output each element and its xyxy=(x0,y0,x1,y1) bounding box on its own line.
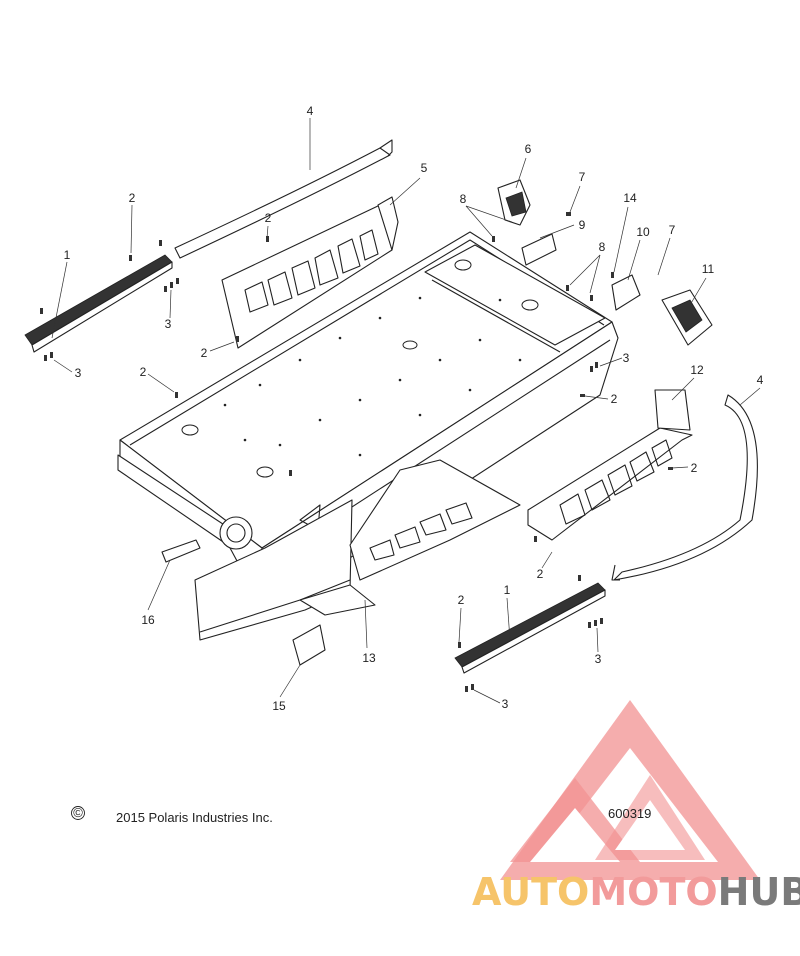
copyright-text: 2015 Polaris Industries Inc. xyxy=(116,810,273,825)
footrest-pad xyxy=(349,459,521,581)
callout-13: 13 xyxy=(362,651,376,665)
callout-14: 14 xyxy=(623,191,637,205)
copyright-circle xyxy=(71,806,85,820)
running-board-lower xyxy=(527,389,693,541)
callout-2: 2 xyxy=(691,461,698,475)
callout-2: 2 xyxy=(201,346,208,360)
rail-right xyxy=(454,582,606,674)
callout-3: 3 xyxy=(623,351,630,365)
callout-2: 2 xyxy=(140,365,147,379)
callout-6: 6 xyxy=(525,142,532,156)
callout-labels: 1 1 2 2 2 2 2 2 2 2 3 3 3 3 3 4 4 5 6 7 … xyxy=(64,104,764,713)
callout-10: 10 xyxy=(636,225,650,239)
fasteners xyxy=(40,212,673,692)
callout-7: 7 xyxy=(669,223,676,237)
leader-lines xyxy=(51,118,761,704)
callout-3: 3 xyxy=(165,317,172,331)
tube-upper xyxy=(174,139,393,259)
callout-2: 2 xyxy=(458,593,465,607)
callout-8: 8 xyxy=(599,240,606,254)
callout-2: 2 xyxy=(265,211,272,225)
figure-number: 600319 xyxy=(608,806,651,821)
footer: © 2015 Polaris Industries Inc. 600319 xyxy=(71,805,651,825)
callout-16: 16 xyxy=(141,613,155,627)
callout-3: 3 xyxy=(595,652,602,666)
callout-5: 5 xyxy=(421,161,428,175)
callout-9: 9 xyxy=(579,218,586,232)
watermark-logo xyxy=(500,700,760,880)
callout-2: 2 xyxy=(129,191,136,205)
callout-15: 15 xyxy=(272,699,286,713)
watermark-wordmark: AUTOMOTOHUB xyxy=(472,870,800,914)
callout-12: 12 xyxy=(690,363,704,377)
bracket-6 xyxy=(497,179,531,226)
tube-lower xyxy=(611,394,758,581)
callout-2: 2 xyxy=(537,567,544,581)
watermark-text: AUTOMOTOHUB xyxy=(472,870,800,914)
bracket-9 xyxy=(521,233,557,266)
callout-7: 7 xyxy=(579,170,586,184)
callout-11: 11 xyxy=(702,262,715,276)
bracket-15 xyxy=(292,624,326,666)
callout-1: 1 xyxy=(64,248,71,262)
callout-3: 3 xyxy=(502,697,509,711)
callout-8: 8 xyxy=(460,192,467,206)
rail-left xyxy=(24,254,173,353)
bracket-11 xyxy=(661,289,713,346)
callout-2: 2 xyxy=(611,392,618,406)
copyright-symbol: © xyxy=(73,805,83,820)
callout-1: 1 xyxy=(504,583,511,597)
bracket-16 xyxy=(161,539,201,563)
bracket-10 xyxy=(611,274,641,311)
running-board-upper xyxy=(221,196,399,349)
callout-4: 4 xyxy=(757,373,764,387)
callout-3: 3 xyxy=(75,366,82,380)
callout-4: 4 xyxy=(307,104,314,118)
